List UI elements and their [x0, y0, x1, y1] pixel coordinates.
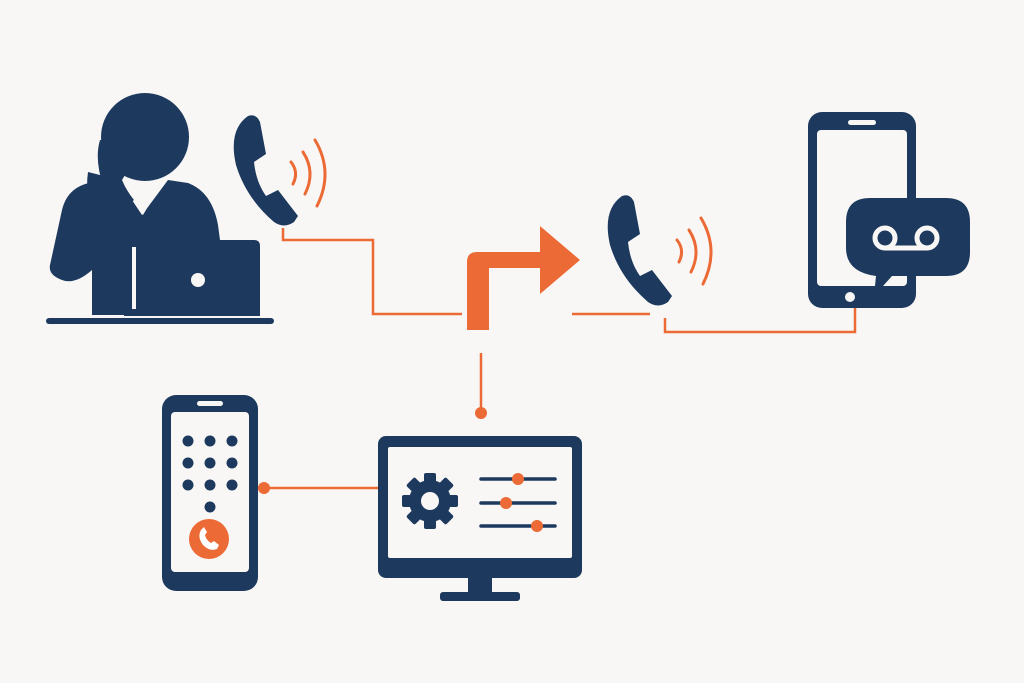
forward-arrow-icon [467, 226, 580, 330]
connector-dot-monitor [475, 407, 487, 419]
voicemail-phone-icon [808, 112, 970, 308]
forwarded-handset-icon [607, 195, 672, 306]
incoming-signal-waves-icon [289, 138, 327, 208]
gear-icon [402, 473, 458, 529]
monitor-neck [468, 578, 492, 594]
voicemail-phone-home-button [845, 292, 855, 302]
dialpad-call-button [189, 519, 229, 559]
connectors [264, 228, 857, 490]
connector-phone-to-voicemail [663, 302, 857, 334]
forwarded-signal-waves-icon [675, 216, 713, 286]
settings-sliders-icon [479, 473, 557, 532]
connector-incoming-to-forward [281, 228, 462, 316]
monitor-base [440, 592, 520, 601]
person-handset-icon [97, 140, 134, 208]
voicemail-phone-speaker [848, 120, 876, 125]
person-head [101, 93, 189, 181]
person-hand [87, 172, 112, 216]
dialpad-phone-icon [162, 395, 258, 591]
laptop-logo-dot [191, 273, 205, 287]
desk-line [46, 318, 274, 324]
person-collar [128, 186, 160, 215]
incoming-handset-icon [233, 115, 298, 226]
connector-dot-dialpad [258, 482, 270, 494]
dialpad-keys [182, 435, 238, 513]
incoming-call-icon [233, 115, 327, 226]
voicemail-tape-icon [872, 225, 940, 251]
caller-person-icon [46, 93, 274, 324]
settings-monitor-icon [378, 436, 582, 601]
laptop-screen-edge [132, 247, 136, 309]
dialpad-phone-speaker [197, 401, 223, 406]
dialpad-call-handset-icon [199, 527, 219, 550]
forwarded-call-icon [607, 195, 713, 306]
